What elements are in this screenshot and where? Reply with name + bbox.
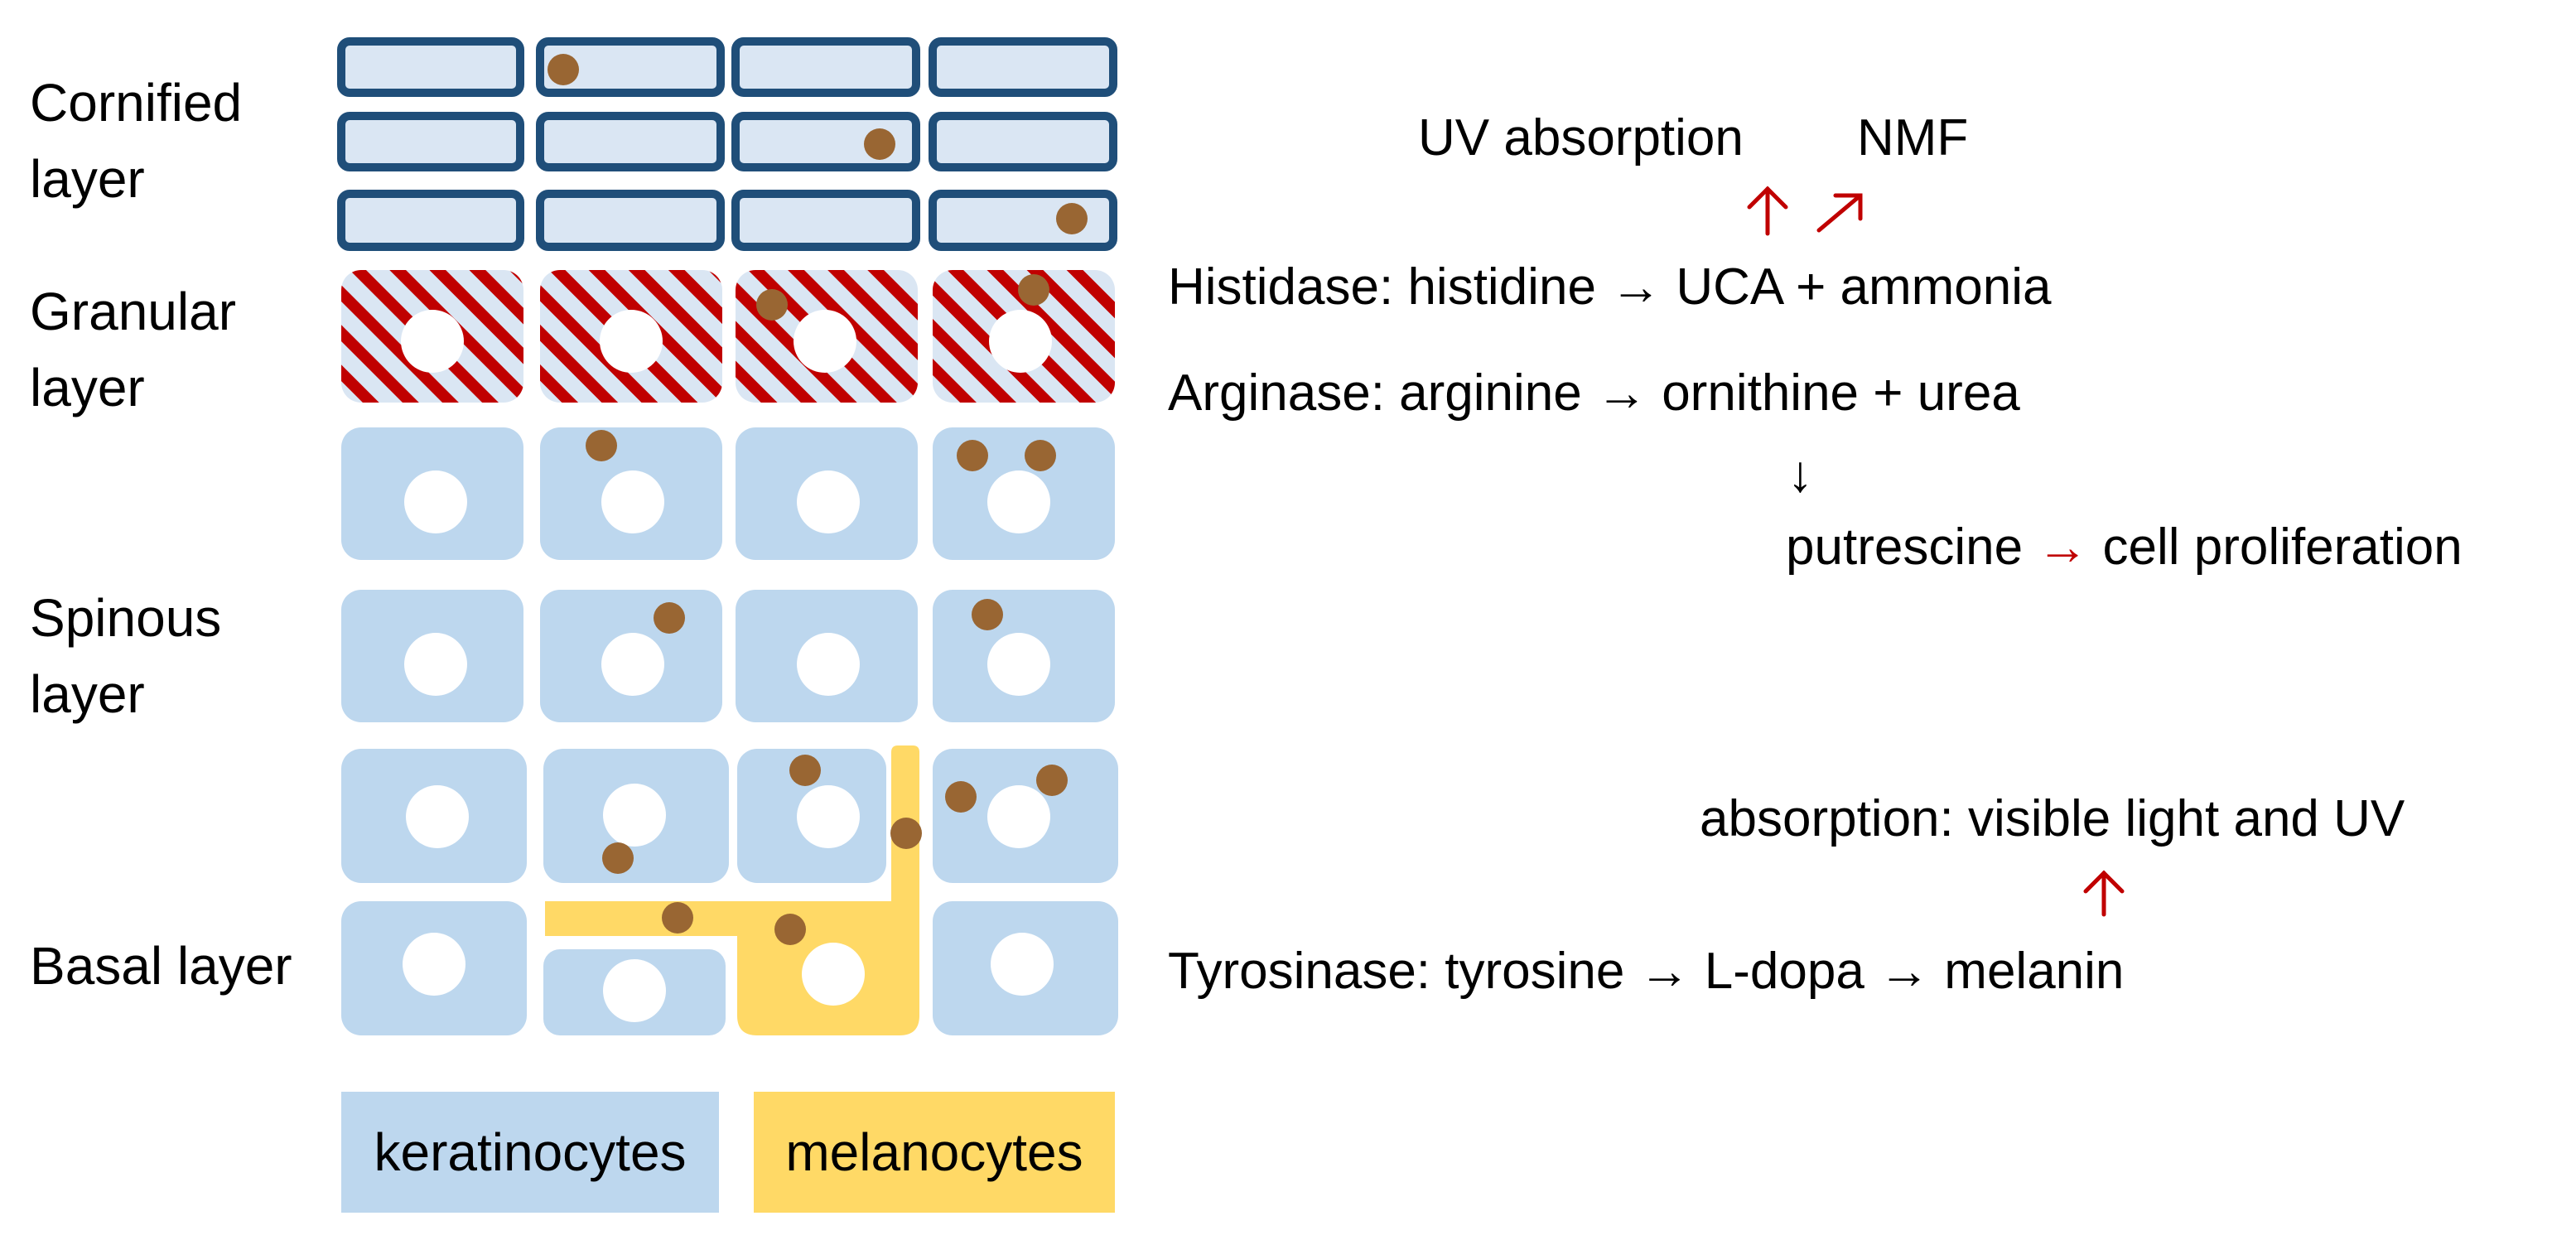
basal-layer-label: Basal layer [30, 936, 292, 996]
cell-nucleus [600, 310, 663, 373]
melanin-granule [957, 440, 988, 471]
cell-nucleus [404, 470, 467, 533]
cornified-cell [731, 37, 920, 97]
cell-nucleus [404, 633, 467, 696]
cornified-cell [929, 112, 1117, 171]
cell-nucleus [991, 933, 1054, 996]
melanin-granule [864, 128, 895, 160]
cornified-layer-label: Cornified layer [30, 73, 243, 209]
cell-nucleus [989, 310, 1052, 373]
legend-keratinocytes: keratinocytes [341, 1092, 719, 1213]
cell-nucleus [797, 470, 860, 533]
melanin-granule [1018, 274, 1049, 306]
melanin-granule [548, 54, 579, 85]
absorption-visible-uv-text: absorption: visible light and UV [1700, 790, 2405, 847]
cornified-cell [337, 190, 524, 251]
cornified-cell [337, 112, 524, 171]
melanin-granule [1056, 203, 1088, 234]
melanin-granule [602, 842, 634, 874]
up-arrow-icon [1747, 186, 1788, 236]
melanin-granule [756, 289, 788, 321]
putrescine-line: putrescine → cell proliferation [1786, 515, 2463, 580]
melanin-granule [945, 781, 977, 813]
granular-layer-label: Granular layer [30, 282, 236, 417]
melanin-granule [586, 430, 617, 461]
down-arrow-icon: ↓ [1787, 446, 1813, 503]
nuclei [403, 470, 1054, 1022]
melanin-granule [1036, 765, 1068, 796]
diagonal-arrow-icon [1816, 193, 1863, 233]
legend-melanocytes: melanocytes [754, 1092, 1115, 1213]
cornified-cell [536, 190, 725, 251]
melanin-granule [662, 902, 693, 934]
cornified-cell [337, 37, 524, 97]
up-arrow-icon [2083, 870, 2125, 917]
cell-nucleus [403, 933, 466, 996]
histidase-reaction: Histidase: histidine → UCA + ammonia [1168, 258, 2052, 316]
cornified-cell [731, 190, 920, 251]
cell-nucleus [601, 633, 664, 696]
cell-nucleus [401, 310, 464, 373]
melanin-granule [1025, 440, 1056, 471]
melanin-granule [774, 914, 806, 945]
cell-nucleus [797, 785, 860, 848]
cell-nucleus [603, 959, 666, 1022]
melanin-granule [789, 755, 821, 786]
cell-nucleus [987, 785, 1050, 848]
granular-layer-cells [341, 270, 1115, 403]
spinous-layer-label: Spinous layer [30, 588, 222, 724]
cell-nucleus [406, 785, 469, 848]
melanin-granule [972, 599, 1003, 630]
red-right-arrow-icon: → [2037, 519, 2089, 576]
cornified-cell [536, 112, 725, 171]
cell-proliferation-text: cell proliferation [2102, 519, 2463, 576]
melanin-granules [548, 54, 1088, 945]
putrescine-text: putrescine [1786, 519, 2024, 576]
nmf-text: NMF [1857, 109, 1969, 166]
cell-nucleus [601, 470, 664, 533]
arginase-reaction: Arginase: arginine → ornithine + urea [1168, 364, 2020, 422]
melanin-granule [654, 602, 685, 634]
cell-nucleus [794, 310, 856, 373]
cell-nucleus [603, 784, 666, 847]
cell-nucleus [987, 633, 1050, 696]
red-arrows [1747, 186, 2125, 917]
cornified-layer-cells [337, 37, 1117, 251]
cornified-cell [536, 37, 725, 97]
cell-nucleus [987, 470, 1050, 533]
cell-nucleus [802, 943, 865, 1006]
tyrosinase-reaction: Tyrosinase: tyrosine → L-dopa → melanin [1168, 943, 2125, 1000]
cornified-cell [929, 37, 1117, 97]
melanin-granule [890, 818, 922, 849]
cell-nucleus [797, 633, 860, 696]
uv-absorption-text: UV absorption [1418, 109, 1744, 166]
